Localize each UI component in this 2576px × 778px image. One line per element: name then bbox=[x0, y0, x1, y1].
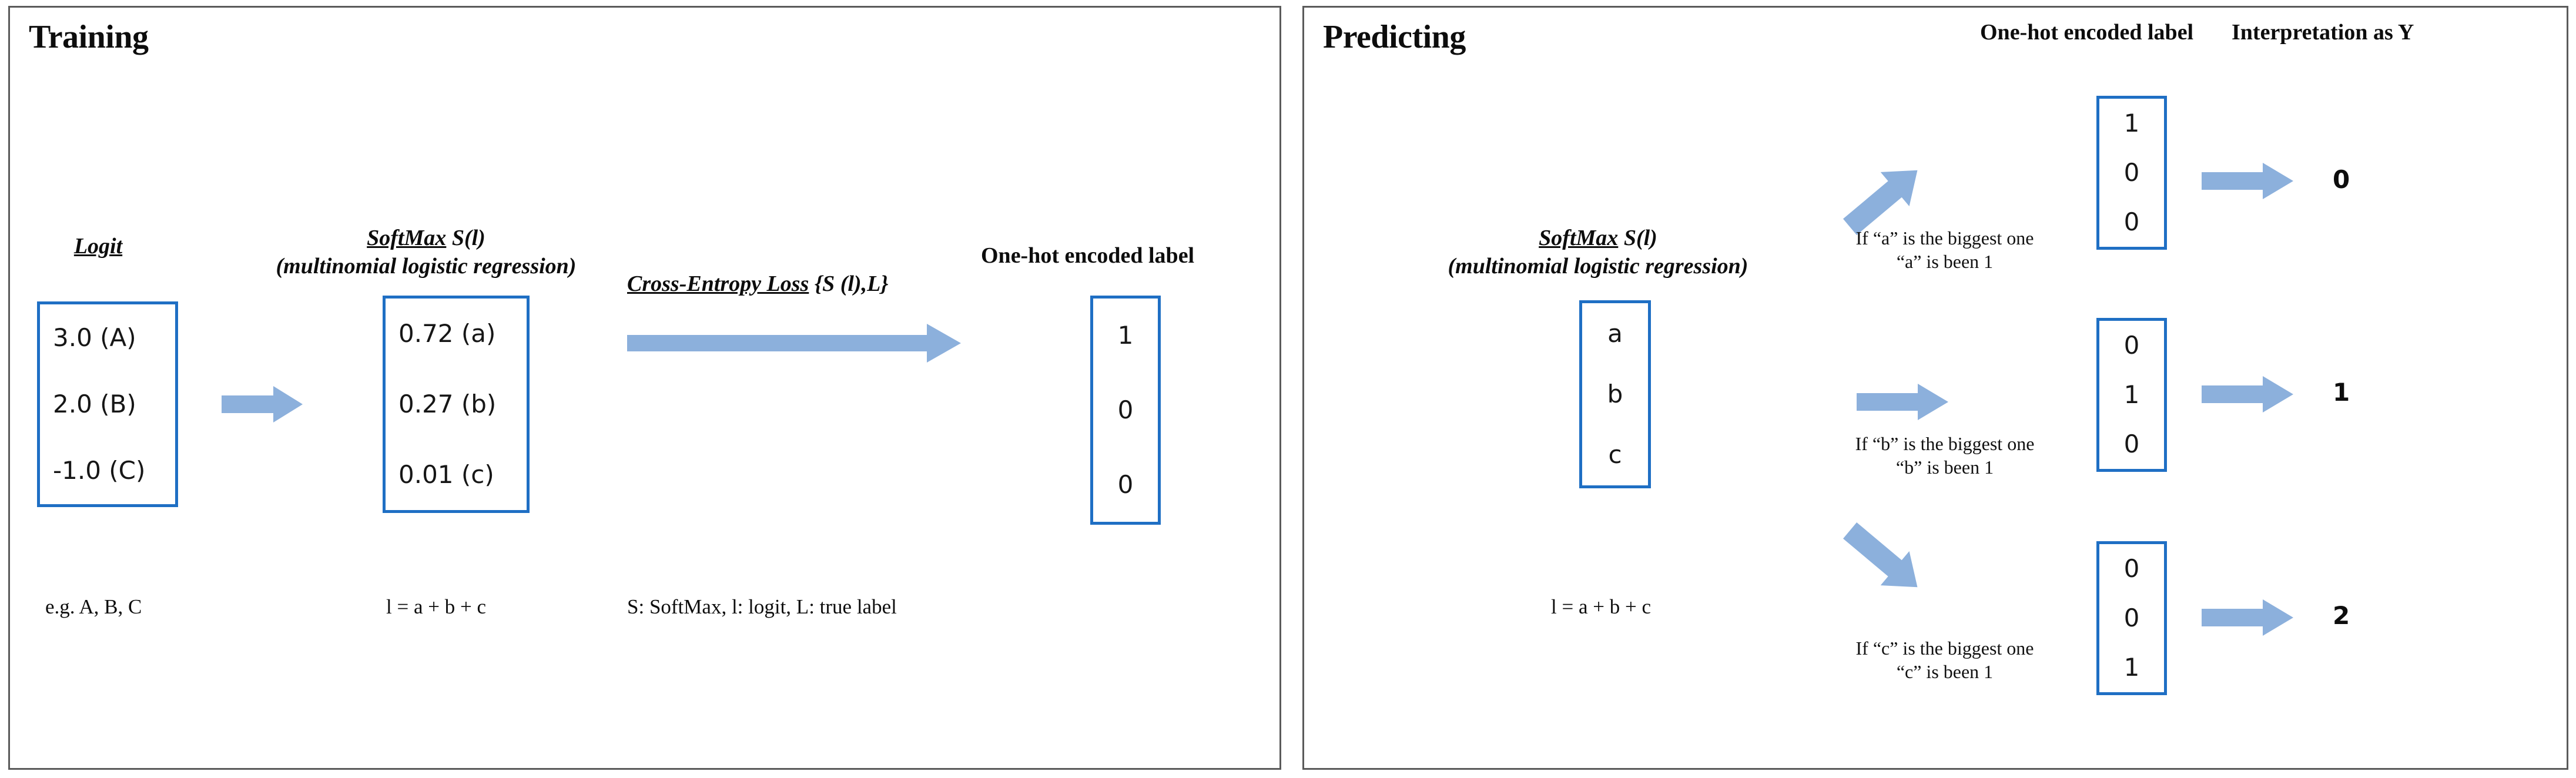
branch-a-y-value: 0 bbox=[2333, 165, 2350, 194]
arrow-logit-to-softmax-icon bbox=[222, 385, 304, 424]
predicting-softmax-vector-box: a b c bbox=[1579, 300, 1651, 488]
predicting-softmax-value-1: b bbox=[1607, 379, 1623, 408]
predicting-interpretation-column-header: Interpretation as Y bbox=[2232, 20, 2414, 45]
training-loss-note: S: SoftMax, l: logit, L: true label bbox=[627, 595, 897, 618]
predicting-softmax-note: l = a + b + c bbox=[1551, 595, 1652, 618]
predicting-onehot-column-header: One-hot encoded label bbox=[1980, 20, 2194, 45]
arrow-branch-b-to-y-icon bbox=[2202, 375, 2294, 414]
branch-b-onehot-value-1: 1 bbox=[2123, 380, 2140, 409]
training-softmax-vector-box: 0.72 (a) 0.27 (b) 0.01 (c) bbox=[383, 296, 530, 513]
branch-b-condition-line2: “b” is been 1 bbox=[1895, 457, 1994, 478]
arrow-branch-a-up-right-icon bbox=[1837, 157, 1931, 240]
branch-c-onehot-value-0: 0 bbox=[2123, 554, 2140, 583]
branch-c-onehot-value-1: 0 bbox=[2123, 603, 2140, 632]
predicting-panel-title: Predicting bbox=[1323, 19, 1466, 55]
logit-value-0: 3.0 (A) bbox=[53, 323, 136, 352]
predicting-panel: Predicting One-hot encoded label Interpr… bbox=[1302, 6, 2568, 770]
arrow-branch-b-right-icon bbox=[1857, 383, 1949, 421]
training-softmax-heading: SoftMax S(l) bbox=[238, 225, 614, 251]
branch-a-onehot-value-2: 0 bbox=[2123, 207, 2140, 236]
training-panel: Training Logit 3.0 (A) 2.0 (B) -1.0 (C) … bbox=[8, 6, 1281, 770]
branch-c-y-value: 2 bbox=[2333, 601, 2350, 630]
branch-a-condition-line2: “a” is been 1 bbox=[1896, 251, 1994, 272]
cross-entropy-loss-heading: Cross-Entropy Loss {S (l),L} bbox=[627, 271, 889, 297]
branch-a-onehot-value-0: 1 bbox=[2123, 109, 2140, 138]
training-softmax-subheading: (multinomial logistic regression) bbox=[276, 254, 577, 279]
training-softmax-note: l = a + b + c bbox=[386, 595, 487, 618]
branch-c-onehot-value-2: 1 bbox=[2123, 653, 2140, 682]
branch-b-condition: If “b” is the biggest one “b” is been 1 bbox=[1821, 432, 2068, 479]
logit-heading: Logit bbox=[45, 233, 151, 259]
training-softmax-value-0: 0.72 (a) bbox=[398, 319, 496, 348]
branch-b-onehot-vector-box: 0 1 0 bbox=[2096, 318, 2167, 472]
branch-b-onehot-value-2: 0 bbox=[2123, 430, 2140, 458]
branch-c-condition: If “c” is the biggest one “c” is been 1 bbox=[1821, 636, 2068, 683]
arrow-branch-c-down-right-icon bbox=[1837, 518, 1931, 600]
training-panel-title: Training bbox=[29, 19, 149, 55]
training-onehot-value-2: 0 bbox=[1117, 470, 1134, 499]
arrow-loss-to-onehot-icon bbox=[627, 322, 962, 364]
predicting-softmax-subheading: (multinomial logistic regression) bbox=[1448, 254, 1748, 279]
predicting-softmax-heading-rest: S(l) bbox=[1618, 226, 1657, 250]
cross-entropy-loss-heading-underlined: Cross-Entropy Loss bbox=[627, 271, 809, 296]
predicting-softmax-value-0: a bbox=[1607, 318, 1623, 348]
logit-heading-label: Logit bbox=[73, 234, 123, 259]
logit-value-1: 2.0 (B) bbox=[53, 389, 136, 418]
training-onehot-vector-box: 1 0 0 bbox=[1090, 296, 1161, 525]
training-onehot-heading: One-hot encoded label bbox=[981, 243, 1195, 268]
training-softmax-value-2: 0.01 (c) bbox=[398, 460, 494, 489]
branch-a-condition: If “a” is the biggest one “a” is been 1 bbox=[1821, 226, 2068, 273]
predicting-softmax-value-2: c bbox=[1608, 440, 1622, 470]
branch-c-condition-line1: If “c” is the biggest one bbox=[1855, 638, 2034, 659]
training-onehot-value-1: 0 bbox=[1117, 395, 1134, 424]
branch-b-condition-line1: If “b” is the biggest one bbox=[1855, 433, 2035, 454]
training-softmax-heading-underlined: SoftMax bbox=[367, 226, 447, 250]
branch-b-y-value: 1 bbox=[2333, 378, 2350, 407]
branch-a-condition-line1: If “a” is the biggest one bbox=[1855, 227, 2034, 249]
logit-vector-box: 3.0 (A) 2.0 (B) -1.0 (C) bbox=[37, 301, 178, 507]
logit-note: e.g. A, B, C bbox=[45, 595, 142, 618]
training-softmax-value-1: 0.27 (b) bbox=[398, 390, 497, 418]
branch-c-condition-line2: “c” is been 1 bbox=[1896, 661, 1994, 682]
arrow-branch-a-to-y-icon bbox=[2202, 162, 2294, 200]
branch-a-onehot-value-1: 0 bbox=[2123, 158, 2140, 187]
branch-a-onehot-vector-box: 1 0 0 bbox=[2096, 96, 2167, 250]
branch-b-onehot-value-0: 0 bbox=[2123, 331, 2140, 360]
training-onehot-value-0: 1 bbox=[1117, 321, 1134, 350]
predicting-softmax-heading: SoftMax S(l) bbox=[1410, 225, 1786, 251]
cross-entropy-loss-heading-rest: {S (l),L} bbox=[809, 271, 889, 296]
training-softmax-heading-rest: S(l) bbox=[446, 226, 485, 250]
arrow-branch-c-to-y-icon bbox=[2202, 598, 2294, 637]
predicting-softmax-heading-underlined: SoftMax bbox=[1539, 226, 1619, 250]
branch-c-onehot-vector-box: 0 0 1 bbox=[2096, 541, 2167, 695]
logit-value-2: -1.0 (C) bbox=[53, 456, 146, 485]
